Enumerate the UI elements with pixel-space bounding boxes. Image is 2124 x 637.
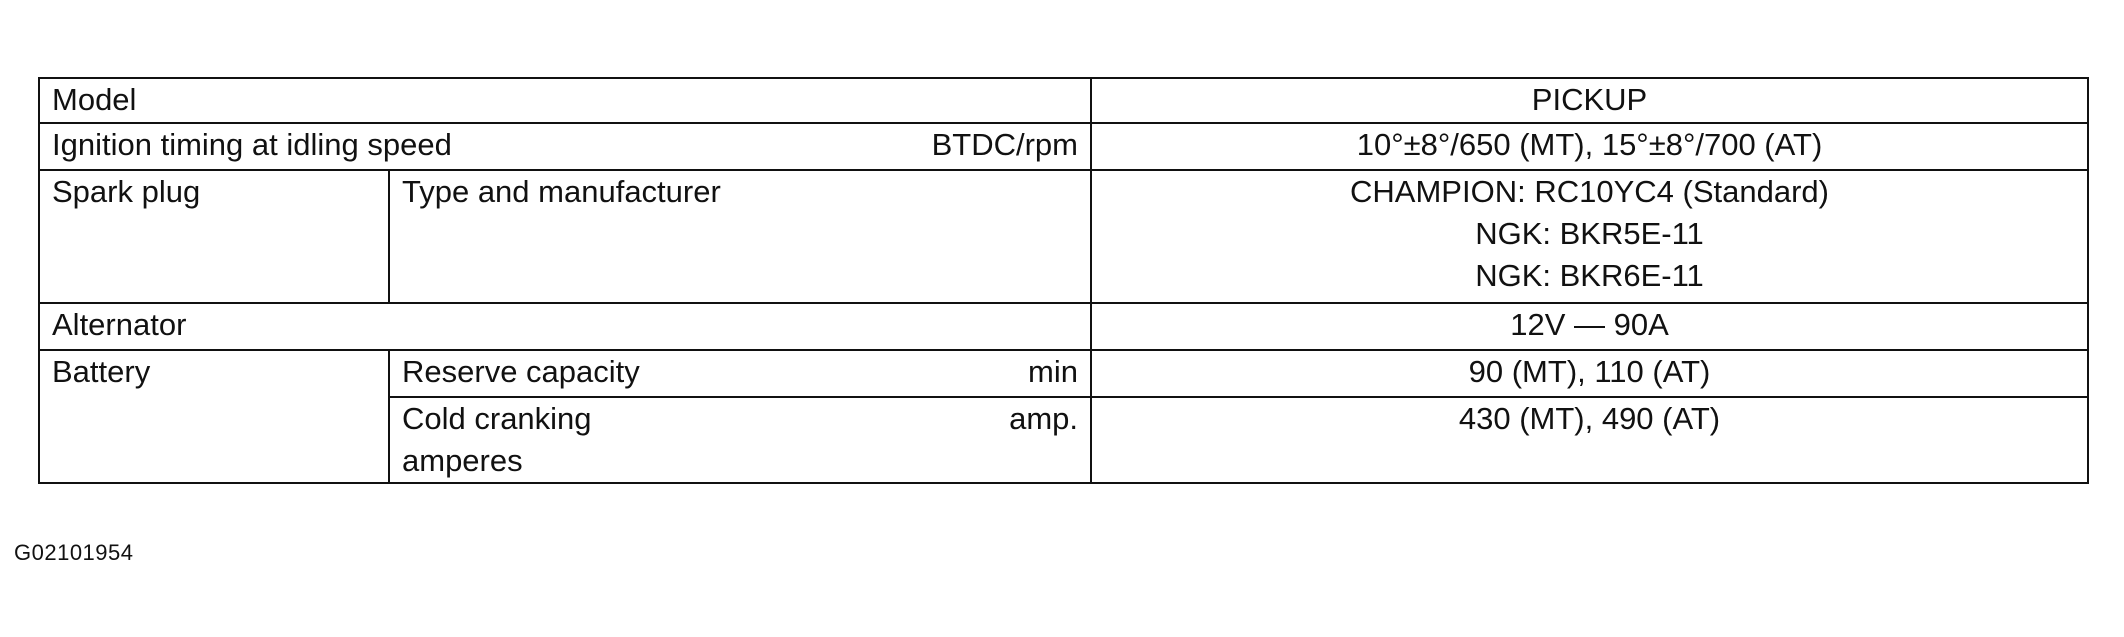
reserve-label-cell: Reserve capacity min bbox=[388, 349, 1092, 398]
spark-plug-value-3: NGK: BKR6E-11 bbox=[1475, 258, 1704, 293]
figure-code: G02101954 bbox=[14, 540, 134, 565]
model-row: Model PICKUP bbox=[38, 77, 2089, 124]
spark-plug-values: CHAMPION: RC10YC4 (Standard) NGK: BKR5E-… bbox=[1090, 169, 2089, 304]
cold-cranking-value: 430 (MT), 490 (AT) bbox=[1090, 396, 2089, 484]
specifications-table: Model PICKUP Ignition timing at idling s… bbox=[38, 77, 2089, 484]
model-label: Model bbox=[38, 77, 1092, 124]
alternator-label: Alternator bbox=[38, 302, 1092, 351]
cold-cranking-label-line1: Cold cranking bbox=[402, 401, 592, 436]
reserve-capacity-row: Battery Reserve capacity min 90 (MT), 11… bbox=[38, 349, 2089, 484]
alternator-value: 12V — 90A bbox=[1090, 302, 2089, 351]
cold-cranking-label-line2: amperes bbox=[402, 443, 523, 478]
spark-plug-value-2: NGK: BKR5E-11 bbox=[1475, 216, 1704, 251]
spark-plug-value-1: CHAMPION: RC10YC4 (Standard) bbox=[1350, 174, 1829, 209]
cold-cranking-label-cell: Cold cranking amp. amperes bbox=[388, 396, 1092, 484]
ignition-timing-row: Ignition timing at idling speed BTDC/rpm… bbox=[38, 122, 2089, 171]
ignition-value: 10°±8°/650 (MT), 15°±8°/700 (AT) bbox=[1090, 122, 2089, 171]
reserve-value: 90 (MT), 110 (AT) bbox=[1090, 349, 2089, 398]
spark-plug-sub-label: Type and manufacturer bbox=[388, 169, 1092, 304]
model-value: PICKUP bbox=[1090, 77, 2089, 124]
alternator-row: Alternator 12V — 90A bbox=[38, 302, 2089, 351]
ignition-unit: BTDC/rpm bbox=[931, 127, 1078, 162]
cold-cranking-unit: amp. bbox=[1009, 401, 1078, 436]
reserve-label: Reserve capacity bbox=[402, 354, 640, 389]
ignition-label: Ignition timing at idling speed bbox=[52, 127, 452, 162]
spark-plug-row: Spark plug Type and manufacturer CHAMPIO… bbox=[38, 169, 2089, 304]
ignition-label-cell: Ignition timing at idling speed BTDC/rpm bbox=[38, 122, 1092, 171]
battery-label: Battery bbox=[38, 349, 390, 484]
cold-cranking-row: Cold cranking amp. amperes 430 (MT), 490… bbox=[39, 396, 2089, 484]
reserve-unit: min bbox=[1028, 354, 1078, 389]
spark-plug-label: Spark plug bbox=[38, 169, 390, 304]
